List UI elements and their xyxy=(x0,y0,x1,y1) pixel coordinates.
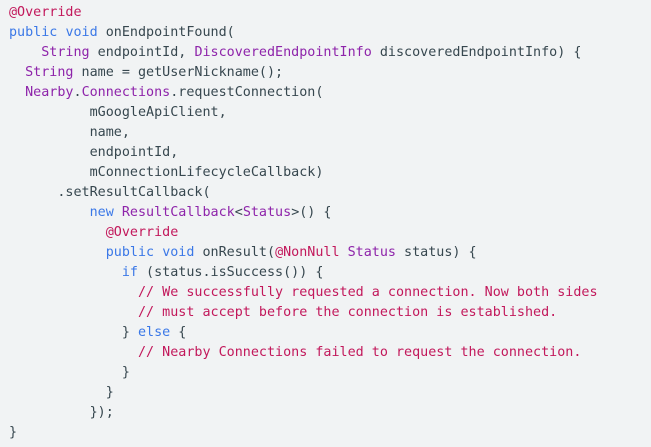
code-line: name, xyxy=(9,123,651,143)
code-token-annotation: @Override xyxy=(105,225,179,240)
code-token-plain xyxy=(9,305,138,320)
code-token-plain xyxy=(9,85,25,100)
code-token-type: Connections xyxy=(81,85,171,100)
code-token-comment: // must accept before the connection is … xyxy=(138,305,558,320)
code-token-keyword: new xyxy=(89,205,114,220)
code-token-type: String xyxy=(25,65,74,80)
code-line: if (status.isSuccess()) { xyxy=(9,263,651,283)
code-token-plain xyxy=(9,245,106,260)
code-token-plain: onResult( xyxy=(194,245,276,260)
code-line: @Override xyxy=(9,223,651,243)
code-line: mGoogleApiClient, xyxy=(9,103,651,123)
code-token-plain: name, xyxy=(9,125,130,140)
code-line: } xyxy=(9,383,651,403)
code-token-plain: status) { xyxy=(396,245,477,260)
code-line: } xyxy=(9,423,651,443)
code-token-plain: } xyxy=(9,365,130,380)
code-token-plain: < xyxy=(234,205,243,220)
code-token-keyword: else xyxy=(138,325,171,340)
code-line: // We successfully requested a connectio… xyxy=(9,283,651,303)
code-token-plain: } xyxy=(9,325,138,340)
code-line: } xyxy=(9,363,651,383)
code-token-keyword: void xyxy=(65,25,98,40)
code-token-type: DiscoveredEndpointInfo xyxy=(194,45,372,60)
code-token-plain: discoveredEndpointInfo) { xyxy=(371,45,582,60)
code-token-plain: } xyxy=(9,385,114,400)
code-token-plain: endpointId, xyxy=(89,45,195,60)
code-token-plain: onEndpointFound( xyxy=(97,25,235,40)
code-line: endpointId, xyxy=(9,143,651,163)
code-token-comment: // Nearby Connections failed to request … xyxy=(138,345,582,360)
code-token-type: String xyxy=(41,45,90,60)
code-token-keyword: void xyxy=(162,245,195,260)
code-token-keyword: if xyxy=(121,265,138,280)
code-line: String name = getUserNickname(); xyxy=(9,63,651,83)
code-line: .setResultCallback( xyxy=(9,183,651,203)
code-token-plain: } xyxy=(9,425,18,440)
code-line: public void onResult(@NonNull Status sta… xyxy=(9,243,651,263)
code-token-plain xyxy=(114,205,122,220)
code-token-plain xyxy=(9,205,90,220)
code-token-plain: }); xyxy=(9,405,114,420)
code-token-plain: name = getUserNickname(); xyxy=(73,65,284,80)
code-line: } else { xyxy=(9,323,651,343)
code-token-plain: mGoogleApiClient, xyxy=(9,105,227,120)
code-token-type: ResultCallback xyxy=(121,205,235,220)
code-token-comment: // We successfully requested a connectio… xyxy=(138,285,598,300)
code-token-plain: (status.isSuccess()) { xyxy=(138,265,324,280)
code-token-plain: { xyxy=(170,325,187,340)
code-token-plain xyxy=(340,245,348,260)
code-token-plain xyxy=(9,345,138,360)
code-token-plain: .setResultCallback( xyxy=(9,185,211,200)
code-line: // Nearby Connections failed to request … xyxy=(9,343,651,363)
code-token-annotation: @Override xyxy=(9,5,82,20)
code-line: }); xyxy=(9,403,651,423)
code-token-plain xyxy=(9,265,122,280)
code-token-plain: mConnectionLifecycleCallback) xyxy=(9,165,324,180)
code-token-type: Status xyxy=(242,205,292,220)
code-token-plain xyxy=(9,285,138,300)
code-line: new ResultCallback<Status>() { xyxy=(9,203,651,223)
code-token-annotation: @NonNull xyxy=(275,245,340,260)
code-line: String endpointId, DiscoveredEndpointInf… xyxy=(9,43,651,63)
code-line: Nearby.Connections.requestConnection( xyxy=(9,83,651,103)
code-token-plain xyxy=(9,65,25,80)
code-token-plain: endpointId, xyxy=(9,145,179,160)
code-token-plain: >() { xyxy=(291,205,332,220)
code-token-plain: . xyxy=(73,85,82,100)
code-token-keyword: public xyxy=(9,25,58,40)
code-line: mConnectionLifecycleCallback) xyxy=(9,163,651,183)
code-token-plain xyxy=(9,45,41,60)
code-token-plain: .requestConnection( xyxy=(170,85,324,100)
code-line: // must accept before the connection is … xyxy=(9,303,651,323)
code-token-plain xyxy=(9,225,106,240)
code-token-type: Nearby xyxy=(25,85,74,100)
code-line: @Override xyxy=(9,3,651,23)
code-token-keyword: public xyxy=(105,245,155,260)
code-line: public void onEndpointFound( xyxy=(9,23,651,43)
code-token-plain xyxy=(154,245,162,260)
code-token-type: Status xyxy=(347,245,396,260)
